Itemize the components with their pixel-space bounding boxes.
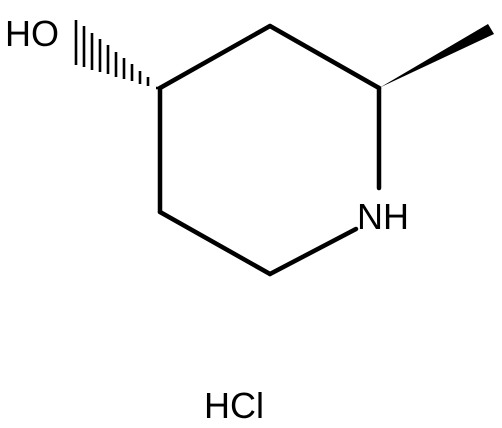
bond-c4-c5 — [157, 23, 273, 91]
salt-label: HCl — [204, 385, 264, 426]
hydroxyl-label: HO — [5, 13, 59, 54]
bond-c5-c6 — [267, 23, 382, 91]
wedge-bond-methyl — [379, 24, 494, 88]
amine-label: NH — [357, 196, 409, 237]
bond-c2-c3 — [157, 209, 273, 277]
bond-n1-c2 — [267, 226, 359, 277]
hashed-wedge-bond-hydroxyl — [74, 20, 160, 90]
